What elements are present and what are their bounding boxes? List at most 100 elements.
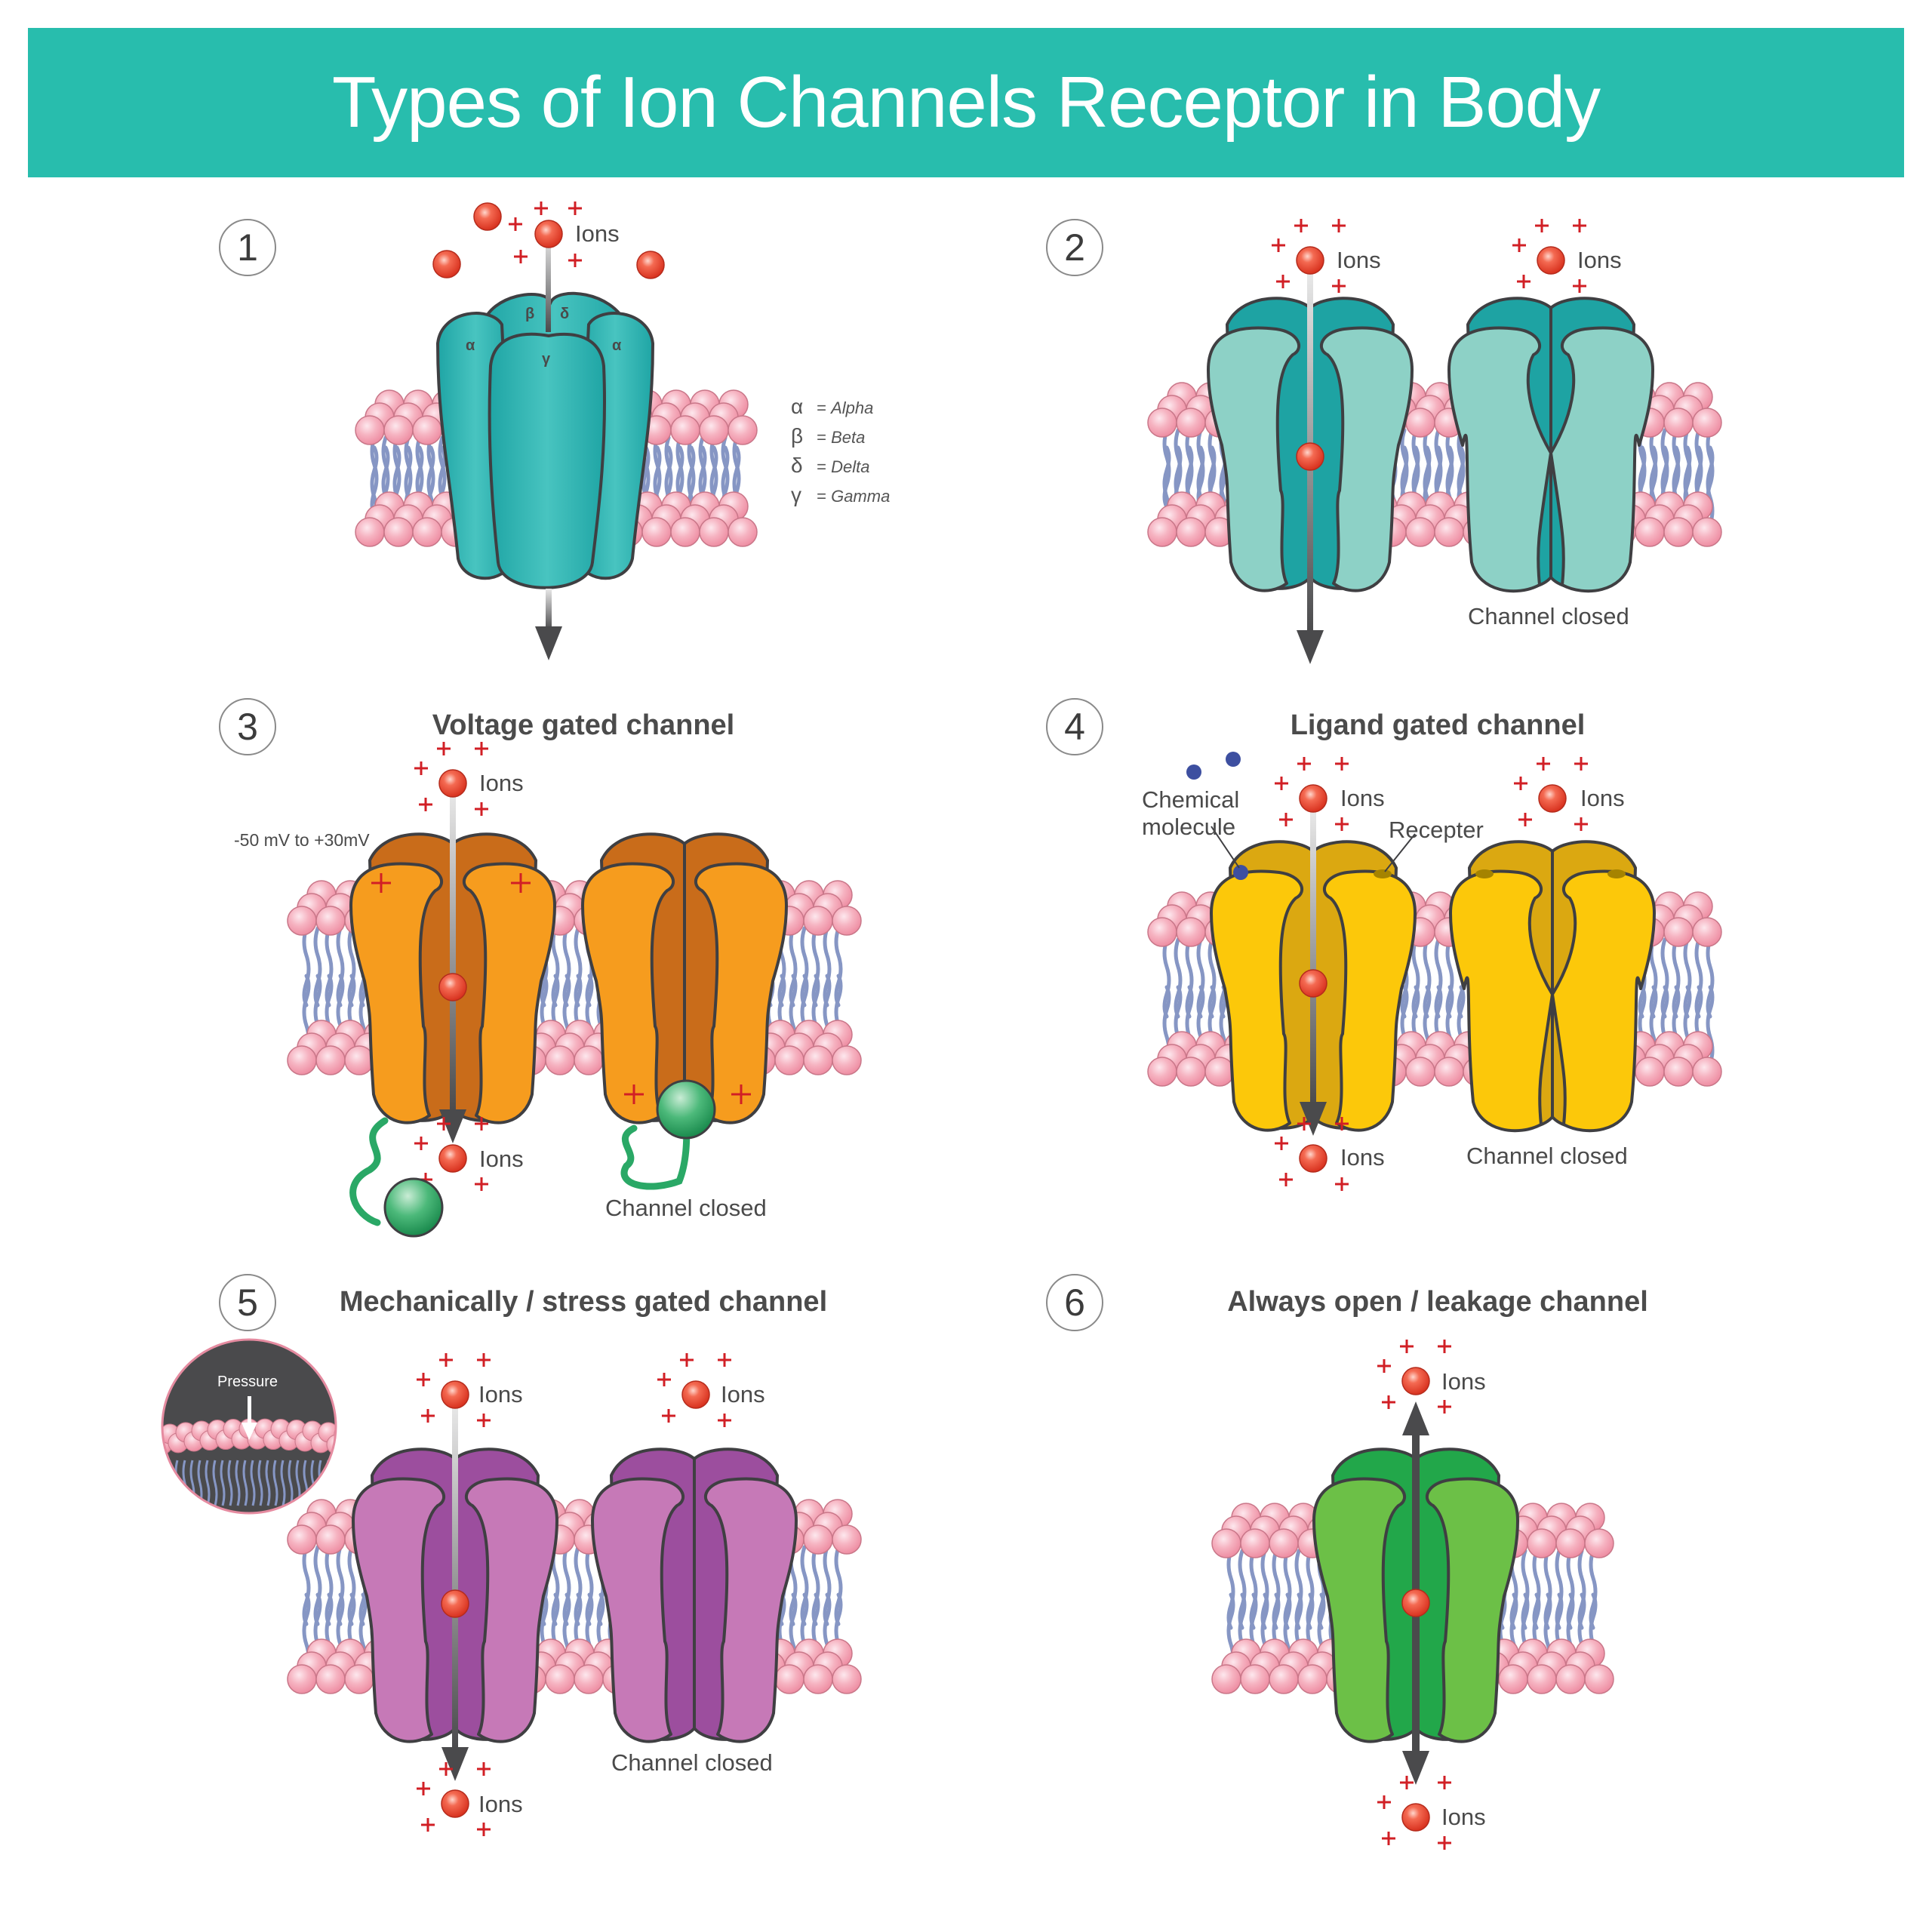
lipid-tail [288,1460,294,1506]
lipid-tail [1283,1549,1292,1630]
plus-charge-icon [568,254,582,267]
lipid-tail [1411,937,1420,1019]
ions-label-top: Ions [479,770,524,796]
flow-arrow-icon [535,589,562,660]
lipid-tail [1683,937,1692,1019]
channel-outer-subunit [464,1477,558,1743]
ions-label-closed: Ions [721,1381,765,1407]
lipid-head [1211,1528,1241,1558]
plus-charge-icon [657,1373,671,1386]
ion-icon [636,251,665,279]
plus-charge-icon [477,1823,491,1836]
lipid-head [287,1524,317,1555]
lipid-head [287,1664,317,1694]
lipid-head [1240,1528,1270,1558]
voltage-closed-channel [581,832,788,1124]
lipid-head [699,517,729,547]
pressure-inset-border [161,1338,337,1515]
ion-icon [1537,246,1565,275]
lipid-tail [1683,428,1692,509]
lipid-head [1405,1057,1435,1087]
lipid-head [412,517,442,547]
lipid-tail [336,926,345,1008]
plus-charge-icon [568,202,582,215]
channel-outer-subunit [349,862,444,1124]
plus-charge-icon [1517,275,1531,288]
ion-icon [438,769,467,798]
ions-label-open: Ions [1337,247,1381,273]
lipid-head [326,1434,336,1455]
plus-charge-icon [421,1409,435,1423]
ions-label-top: Ions [1340,785,1385,811]
panel-number-4: 4 [1046,698,1103,755]
legend-symbol: γ [791,483,801,506]
lipid-tail [811,1545,820,1626]
lipid-head [1269,1664,1299,1694]
plus-charge-icon [1573,279,1586,293]
panel-number-text: 5 [237,1281,258,1324]
lipid-tail [212,1460,218,1506]
plus-charge-icon [718,1414,731,1427]
plus-charge-icon [475,1117,488,1131]
lipid-head [1663,517,1694,547]
lipid-head [344,1045,374,1075]
plus-charge-icon [477,1762,491,1776]
page-title: Types of Ion Channels Receptor in Body [331,62,1601,143]
lipid-tail [1672,937,1681,1019]
pressure-arrow-icon [242,1423,257,1440]
lipid-head [1240,1664,1270,1694]
legend-name: Delta [831,457,870,476]
plus-charge-icon [1400,1340,1414,1353]
plus-charge-icon [662,1409,675,1423]
lipid-tail [562,926,571,1008]
lipid-head [1584,1664,1614,1694]
lipid-head [574,1045,604,1075]
lipid-tail [800,1545,809,1626]
lipid-head [545,1664,575,1694]
legend-name: Gamma [831,487,891,506]
lipid-head [355,415,385,445]
chemical-molecule-icon [1186,764,1201,780]
ligand-open-channel [1210,840,1417,1132]
lipid-head [315,1664,346,1694]
ion-icon [1401,1367,1430,1395]
lipid-tail [1445,937,1454,1019]
panel-number-text: 2 [1064,226,1085,269]
lipid-tail [347,1545,356,1626]
molecule-text: molecule [1142,814,1236,840]
lipid-head [1147,408,1177,438]
lipid-head [670,415,700,445]
lipid-tail [325,926,334,1008]
lipid-tail [1566,1549,1575,1630]
lipid-tail [1423,428,1432,509]
lipid-head [1555,1528,1586,1558]
lipid-tail [1423,937,1432,1019]
plus-charge-icon [1377,1795,1391,1809]
legend-item: α = Alpha [791,392,890,422]
subunit-label-alpha-left: α [466,337,475,354]
lipid-head [1584,1528,1614,1558]
lipid-tail [1589,1549,1598,1630]
lipid-tail [280,1460,286,1506]
lipid-head [1147,917,1177,947]
plus-charge-icon [1332,219,1346,232]
ion-icon [1299,1144,1327,1173]
plus-charge-icon [1279,813,1293,826]
lipid-head [1204,1057,1235,1087]
receptor-site-icon [1607,869,1626,878]
plus-charge-icon [1438,1400,1451,1414]
lipid-head [1663,917,1694,947]
lipid-tail [257,1460,263,1506]
plus-charge-icon [1335,1177,1349,1191]
panel-number-text: 1 [237,226,258,269]
leakage-channel [1312,1447,1519,1743]
lipid-head [1147,517,1177,547]
channel-closed-label: Channel closed [1468,603,1629,629]
channel-outer-subunit [1322,869,1417,1132]
lipid-head [774,1045,804,1075]
lipid-head [1692,917,1722,947]
channel-outer-subunit [1449,869,1554,1133]
legend-symbol: α [791,395,804,418]
plus-charge-icon [419,798,432,811]
